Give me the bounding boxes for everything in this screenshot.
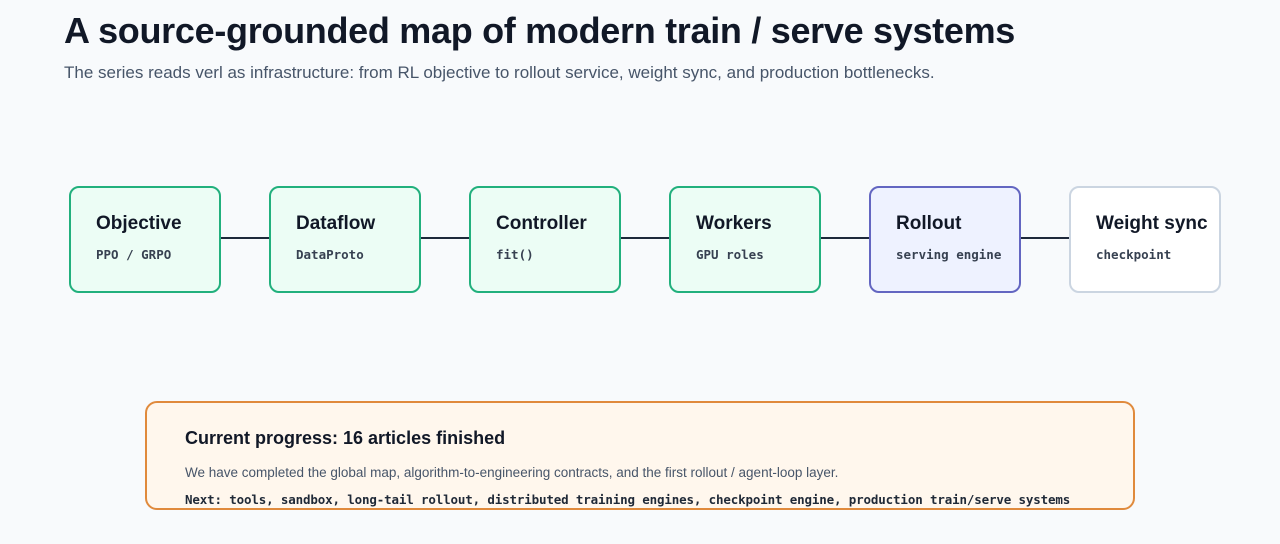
node-title: Controller [496, 213, 587, 234]
node-title: Weight sync [1096, 213, 1208, 234]
progress-next-steps: Next: tools, sandbox, long-tail rollout,… [185, 492, 1071, 507]
node-dataflow: Dataflow DataProto [269, 186, 421, 293]
node-subtitle: serving engine [896, 247, 1002, 262]
node-subtitle: fit() [496, 247, 534, 262]
connector-controller-workers [620, 237, 670, 239]
node-subtitle: DataProto [296, 247, 364, 262]
connector-workers-rollout [820, 237, 870, 239]
connector-dataflow-controller [420, 237, 470, 239]
node-subtitle: checkpoint [1096, 247, 1172, 262]
node-subtitle: GPU roles [696, 247, 764, 262]
node-subtitle: PPO / GRPO [96, 247, 172, 262]
page-subtitle: The series reads verl as infrastructure:… [64, 63, 935, 82]
node-title: Objective [96, 213, 182, 234]
progress-description: We have completed the global map, algori… [185, 465, 839, 480]
connector-objective-dataflow [220, 237, 270, 239]
node-title: Workers [696, 213, 772, 234]
node-title: Rollout [896, 213, 962, 234]
node-rollout: Rollout serving engine [869, 186, 1021, 293]
node-workers: Workers GPU roles [669, 186, 821, 293]
node-weight-sync: Weight sync checkpoint [1069, 186, 1221, 293]
page-title: A source-grounded map of modern train / … [64, 10, 1016, 51]
connector-rollout-weight-sync [1020, 237, 1070, 239]
progress-card: Current progress: 16 articles finished W… [145, 401, 1135, 510]
node-title: Dataflow [296, 213, 376, 234]
node-controller: Controller fit() [469, 186, 621, 293]
progress-heading: Current progress: 16 articles finished [185, 428, 506, 448]
node-objective: Objective PPO / GRPO [69, 186, 221, 293]
